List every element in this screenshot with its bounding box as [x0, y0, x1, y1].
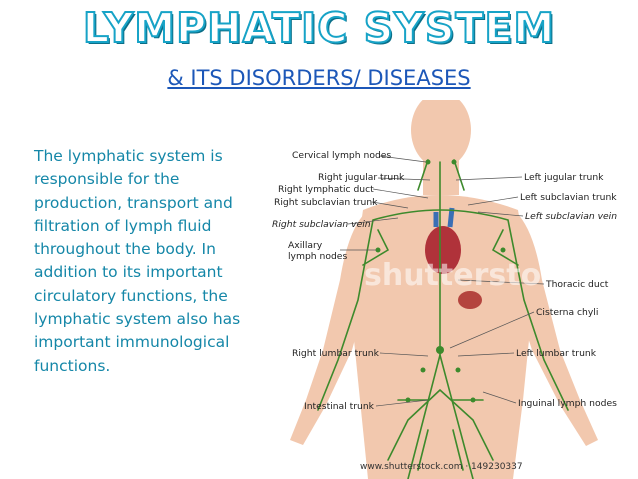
- label-left-subclavian-trunk: Left subclavian trunk: [520, 192, 617, 203]
- slide-title: LYMPHATIC SYSTEM: [82, 3, 556, 53]
- label-right-subclavian-vein: Right subclavian vein: [272, 219, 371, 230]
- label-intestinal-trunk: Intestinal trunk: [304, 401, 375, 412]
- label-left-subclavian-vein: Left subclavian vein: [525, 211, 618, 222]
- label-cisterna-chyli: Cisterna chyli: [536, 307, 599, 318]
- label-left-jugular-trunk: Left jugular trunk: [524, 172, 604, 183]
- label-axillary-lymph-nodes: Axillary lymph nodes: [288, 240, 348, 262]
- label-right-jugular-trunk: Right jugular trunk: [318, 172, 405, 183]
- label-cervical-lymph-nodes: Cervical lymph nodes: [292, 150, 392, 161]
- label-left-lumbar-trunk: Left lumbar trunk: [516, 348, 597, 359]
- body-illustration: [290, 100, 598, 479]
- label-right-lumbar-trunk: Right lumbar trunk: [292, 348, 379, 359]
- description-paragraph: The lymphatic system is responsible for …: [34, 147, 241, 375]
- slide-subtitle: & ITS DISORDERS/ DISEASES: [167, 66, 471, 90]
- label-thoracic-duct: Thoracic duct: [546, 279, 609, 290]
- label-right-subclavian-trunk: Right subclavian trunk: [274, 197, 378, 208]
- image-credit: www.shutterstock.com · 149230337: [360, 462, 523, 472]
- label-right-lymphatic-duct: Right lymphatic duct: [278, 184, 374, 195]
- lymphatic-diagram: shutterstock Cervical lymph nodes Right …: [268, 100, 638, 479]
- label-inguinal-lymph-nodes: Inguinal lymph nodes: [518, 398, 617, 409]
- watermark: shutterstock: [364, 258, 579, 293]
